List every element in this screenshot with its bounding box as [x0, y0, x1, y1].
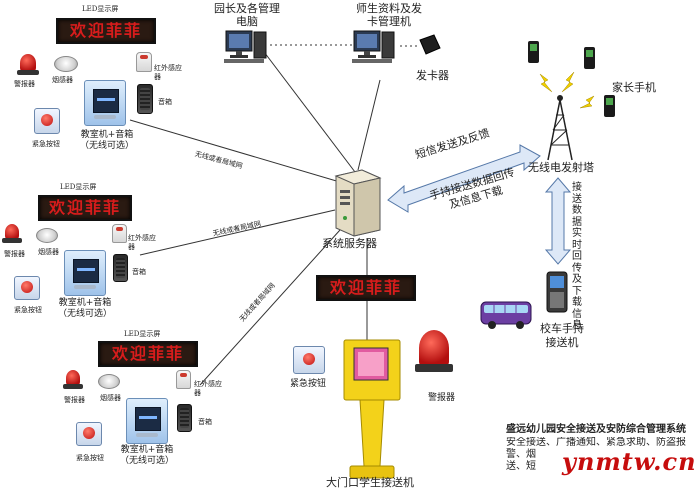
pir-label: 红外感应器: [154, 64, 182, 81]
smoke-label: 烟感器: [100, 394, 121, 402]
link-classroom-2: [139, 209, 336, 256]
alarm-label: 警报器: [14, 80, 35, 88]
gate-alarm-icon: [419, 330, 449, 366]
sms-arrow: [387, 144, 541, 213]
pir-sensor-icon: [176, 370, 191, 389]
system-title: 盛远幼儿园安全接送及安防综合管理系统: [506, 424, 686, 435]
handheld-terminal-icon: [546, 271, 568, 313]
gate-led-display: 欢迎菲菲: [316, 275, 416, 301]
alarm-base: [63, 384, 83, 389]
pir-label: 红外感应器: [194, 380, 222, 397]
emergency-label: 紧急按钮: [76, 454, 104, 462]
classroom-terminal: [84, 80, 126, 126]
pir-label: 红外感应器: [128, 234, 156, 251]
smoke-detector-icon: [36, 228, 58, 243]
management-pc-icon: [224, 30, 267, 63]
bus-device-label: 校车手持 接送机: [540, 322, 584, 349]
parent-phone-label: 家长手机: [612, 81, 656, 94]
led-caption: LED显示屏: [82, 5, 119, 13]
radio-tower-icon: [547, 95, 573, 161]
pc-top-label: 园长及各管理 电脑: [214, 2, 280, 28]
link-classroom-3: [199, 229, 341, 386]
card-reader-icon: [419, 34, 441, 55]
card-pc-label: 师生资料及发 卡管理机: [356, 2, 422, 28]
tower-bus-label: 接 送 数 据 实 时 回 传 及 下 载 信 息: [572, 182, 582, 331]
link-card-pc: [357, 79, 381, 171]
speaker-icon: [137, 84, 153, 114]
led-caption: LED显示屏: [124, 330, 161, 338]
emergency-label: 紧急按钮: [32, 140, 60, 148]
server-label: 系统服务器: [322, 237, 377, 250]
classroom-led-display: 欢迎菲菲: [38, 195, 132, 221]
school-bus-icon: [480, 301, 532, 329]
smoke-detector-icon: [54, 56, 78, 72]
alarm-icon: [66, 370, 80, 386]
alarm-label: 警报器: [64, 396, 85, 404]
speaker-label: 音箱: [198, 418, 212, 426]
alarm-base: [2, 238, 22, 243]
mobile-phone-icon: [604, 95, 615, 117]
speaker-icon: [113, 254, 128, 282]
smoke-label: 烟感器: [52, 76, 73, 84]
alarm-base: [17, 70, 39, 75]
mobile-phone-icon: [528, 41, 539, 63]
signal-bolt-icon: [539, 73, 553, 93]
gate-alarm-label: 警报器: [428, 393, 456, 403]
gate-emergency-button: [293, 346, 325, 374]
alarm-icon: [5, 224, 19, 240]
alarm-label: 警报器: [4, 250, 25, 258]
gate-kiosk-icon: [343, 339, 401, 479]
signal-bolt-icon: [561, 71, 575, 93]
gate-emergency-label: 紧急按钮: [290, 379, 327, 389]
speaker-label: 音箱: [158, 98, 172, 106]
emergency-button: [76, 422, 102, 446]
mobile-phone-icon: [584, 47, 595, 69]
link-pc: [254, 39, 356, 173]
tower-bus-arrow: [544, 177, 572, 265]
pir-sensor-icon: [112, 224, 127, 243]
gate-alarm-base: [415, 364, 453, 372]
emergency-label: 紧急按钮: [14, 306, 42, 314]
watermark: ynmtw.cn: [562, 447, 697, 476]
speaker-icon: [177, 404, 192, 432]
card-management-pc-icon: [352, 30, 395, 63]
classroom-led-display: 欢迎菲菲: [56, 18, 156, 44]
classroom-led-display: 欢迎菲菲: [98, 341, 198, 367]
server-icon: [334, 169, 382, 237]
classroom-terminal: [64, 250, 106, 296]
classroom-terminal: [126, 398, 168, 444]
emergency-button: [34, 108, 60, 134]
classroom-unit-label: 教室机+音箱 （无线可选）: [120, 445, 175, 466]
emergency-button: [14, 276, 40, 300]
led-caption: LED显示屏: [60, 183, 97, 191]
speaker-label: 音箱: [132, 268, 146, 276]
system-description: 安全接送、广播通知、紧急求助、防盗报 警、烟 送、短: [506, 437, 686, 472]
tower-label: 无线电发射塔: [528, 161, 594, 174]
classroom-unit-label: 教室机+音箱 （无线可选）: [58, 298, 113, 319]
gate-label: 大门口学生接送机: [326, 476, 414, 489]
pir-sensor-icon: [136, 52, 152, 72]
signal-bolt-icon: [579, 95, 595, 109]
classroom-unit-label: 教室机+音箱 （无线可选）: [80, 130, 135, 151]
card-reader-label: 发卡器: [416, 69, 449, 82]
link-classroom-1: [129, 119, 351, 186]
smoke-label: 烟感器: [38, 248, 59, 256]
alarm-icon: [20, 54, 36, 72]
smoke-detector-icon: [98, 374, 120, 389]
